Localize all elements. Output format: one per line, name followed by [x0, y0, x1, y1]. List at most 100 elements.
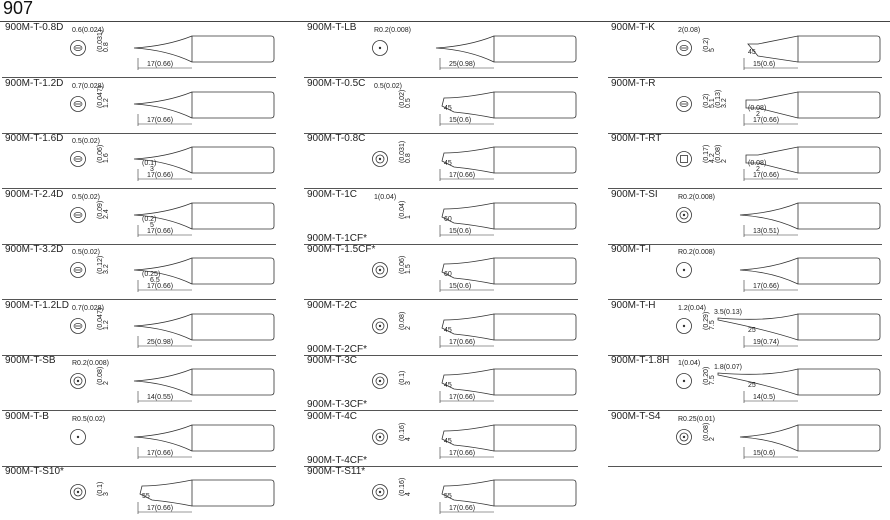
tip-body: [493, 91, 577, 118]
title-divider: [0, 21, 890, 22]
row-divider: [304, 354, 578, 356]
tip-model-label: 900M-T-K: [611, 22, 655, 33]
row-divider: [304, 465, 578, 467]
tip-face-outline: [70, 373, 86, 389]
tip-drawing: 17(0.66)(0.047)1.20.7(0.028): [70, 83, 275, 126]
tip-face-slot: [73, 267, 83, 273]
tip-model-label: 900M-T-1.2LD: [5, 299, 69, 311]
length-label: 17(0.66): [753, 172, 779, 179]
diameter-label: 1.2: [103, 320, 110, 330]
tip-drawing: 17(0.66)55(0.16)4: [372, 478, 577, 514]
length-label: 17(0.66): [449, 394, 475, 401]
tip-face-outline: [70, 40, 86, 56]
tip-face-dot: [378, 268, 382, 272]
diameter-label: (0.06): [97, 145, 104, 163]
length-label: 13(0.51): [753, 228, 779, 235]
tip-body: [493, 35, 577, 63]
row-divider: [2, 77, 276, 78]
tip-face-dot: [76, 490, 80, 494]
tip-drawing: 17(0.66)(0.08)2(0.2)5.1(0.13)3.2: [676, 89, 881, 126]
tip-model-label: 900M-T-R: [611, 77, 656, 89]
angle-label: 2: [756, 111, 760, 118]
tip-drawing: 19(0.74)25(0.29)7.51.2(0.04)3.5(0.13): [676, 305, 881, 348]
tip-taper: [441, 368, 495, 396]
tip-face-outline: [70, 428, 86, 445]
tip-taper: [441, 202, 495, 229]
note-label: R0.5(0.02): [72, 416, 105, 423]
angle-label: (0.08): [748, 105, 766, 112]
tip-model-label: 900M-T-LB: [307, 22, 357, 33]
tip-face-outline: [70, 484, 86, 500]
row-divider: [304, 299, 578, 300]
tip-face-ring: [375, 265, 385, 275]
row-divider: [608, 354, 882, 356]
tip-face-ring: [375, 432, 385, 441]
tip-taper: [133, 313, 193, 340]
note-label: R0.25(0.01): [678, 416, 715, 423]
tip-model-label: 900M-T-S4: [611, 410, 661, 422]
tip-taper: [717, 313, 799, 340]
tip-model-label: 900M-T-2.4D: [5, 188, 64, 200]
note-label: 2(0.08): [678, 27, 700, 34]
tip-face-outline: [372, 484, 388, 500]
tip-taper: [133, 257, 193, 285]
angle-label: 45: [748, 49, 756, 56]
tip-taper: [441, 91, 495, 118]
diameter-label: 7.5: [709, 320, 716, 330]
tip-taper: [747, 35, 799, 63]
tip-model-label: 900M-T-0.8C: [307, 133, 366, 144]
diameter-label: (0.2): [703, 93, 710, 107]
diameter-label: (0.16): [399, 478, 406, 496]
length-label: 17(0.66): [449, 339, 475, 346]
tip-model-label: 900M-T-SI: [611, 188, 658, 200]
angle-label: 45: [444, 382, 452, 389]
tip-taper: [739, 424, 799, 451]
angle-label: (0.1): [142, 160, 156, 167]
diameter-label: 5: [709, 48, 716, 52]
tip-model-label: 900M-T-1.8H: [611, 355, 670, 366]
tip-body: [493, 479, 577, 507]
note-label: 0.5(0.02): [72, 249, 100, 256]
angle-label: 45: [444, 327, 452, 334]
tip-drawing: 13(0.51)R0.2(0.008): [676, 194, 881, 237]
tip-taper: [441, 424, 495, 451]
tip-face-outline: [70, 151, 86, 167]
tip-model-label: 900M-T-2C: [307, 299, 358, 311]
row-divider: [608, 188, 882, 189]
length-label: 17(0.66): [147, 283, 173, 290]
tip-face-outline: [372, 317, 388, 334]
tip-entry: 900M-T-S10*17(0.66)55(0.1)3: [2, 466, 278, 520]
length-label: 17(0.66): [147, 505, 173, 512]
tip-model-label: 900M-T-1.2D: [5, 77, 64, 89]
row-divider: [304, 188, 578, 189]
tip-face-dot: [378, 157, 382, 161]
angle-label: 60: [444, 216, 452, 223]
tip-body: [493, 146, 577, 174]
tip-taper: [435, 35, 495, 63]
diameter-label: 7.5: [709, 375, 716, 385]
diameter-label: (0.08): [703, 422, 710, 440]
tip-model-label: 900M-T-S10*: [5, 466, 64, 477]
tip-face-slot: [73, 45, 83, 51]
tip-body: [191, 424, 275, 451]
tip-body: [191, 91, 275, 118]
tip-taper: [441, 479, 495, 507]
tip-drawing: 17(0.66)(0.08)2(0.17)4.2(0.08)2: [676, 145, 881, 181]
diameter-label: 1.6: [103, 153, 110, 163]
row-divider: [304, 77, 578, 78]
tip-face-outline: [676, 373, 692, 389]
tip-model-label: 900M-T-H: [611, 299, 656, 311]
tip-drawing: 15(0.6)(0.08)2R0.25(0.01): [676, 416, 881, 459]
tip-face-outline: [676, 262, 692, 278]
diameter-label: 2: [721, 159, 728, 163]
length-label: 17(0.66): [753, 117, 779, 124]
angle-label: 25: [748, 327, 756, 334]
